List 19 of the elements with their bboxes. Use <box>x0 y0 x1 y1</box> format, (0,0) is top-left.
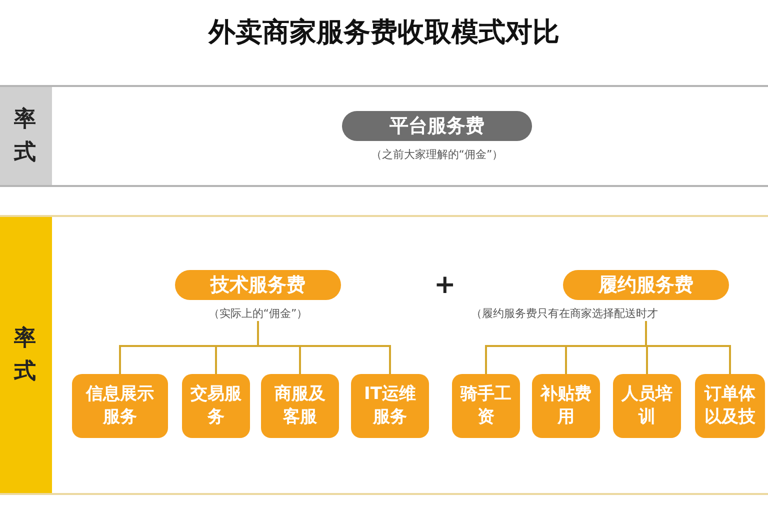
plus-sign: + <box>434 270 456 300</box>
service-box: IT运维服务 <box>351 374 429 438</box>
row-header-band: 率式 <box>0 217 52 493</box>
service-box: 信息展示服务 <box>72 374 168 438</box>
fee-pill: 履约服务费 <box>563 270 729 300</box>
service-box: 补贴费用 <box>532 374 600 438</box>
row-header-band: 率式 <box>0 87 52 185</box>
fee-pill: 技术服务费 <box>175 270 341 300</box>
fee-pill: 平台服务费 <box>342 111 532 141</box>
service-box: 订单体以及技 <box>695 374 765 438</box>
note-text: （实际上的“佣金”） <box>207 306 309 321</box>
service-box: 交易服务 <box>182 374 250 438</box>
title: 外卖商家服务费收取模式对比 <box>207 16 560 50</box>
note-text: （之前大家理解的“佣金”） <box>370 147 504 162</box>
service-box: 骑手工资 <box>452 374 520 438</box>
connector-line <box>257 321 391 374</box>
service-box: 商服及客服 <box>261 374 339 438</box>
note-text: （履约服务费只有在商家选择配送时才 <box>471 306 659 321</box>
service-box: 人员培训 <box>613 374 681 438</box>
